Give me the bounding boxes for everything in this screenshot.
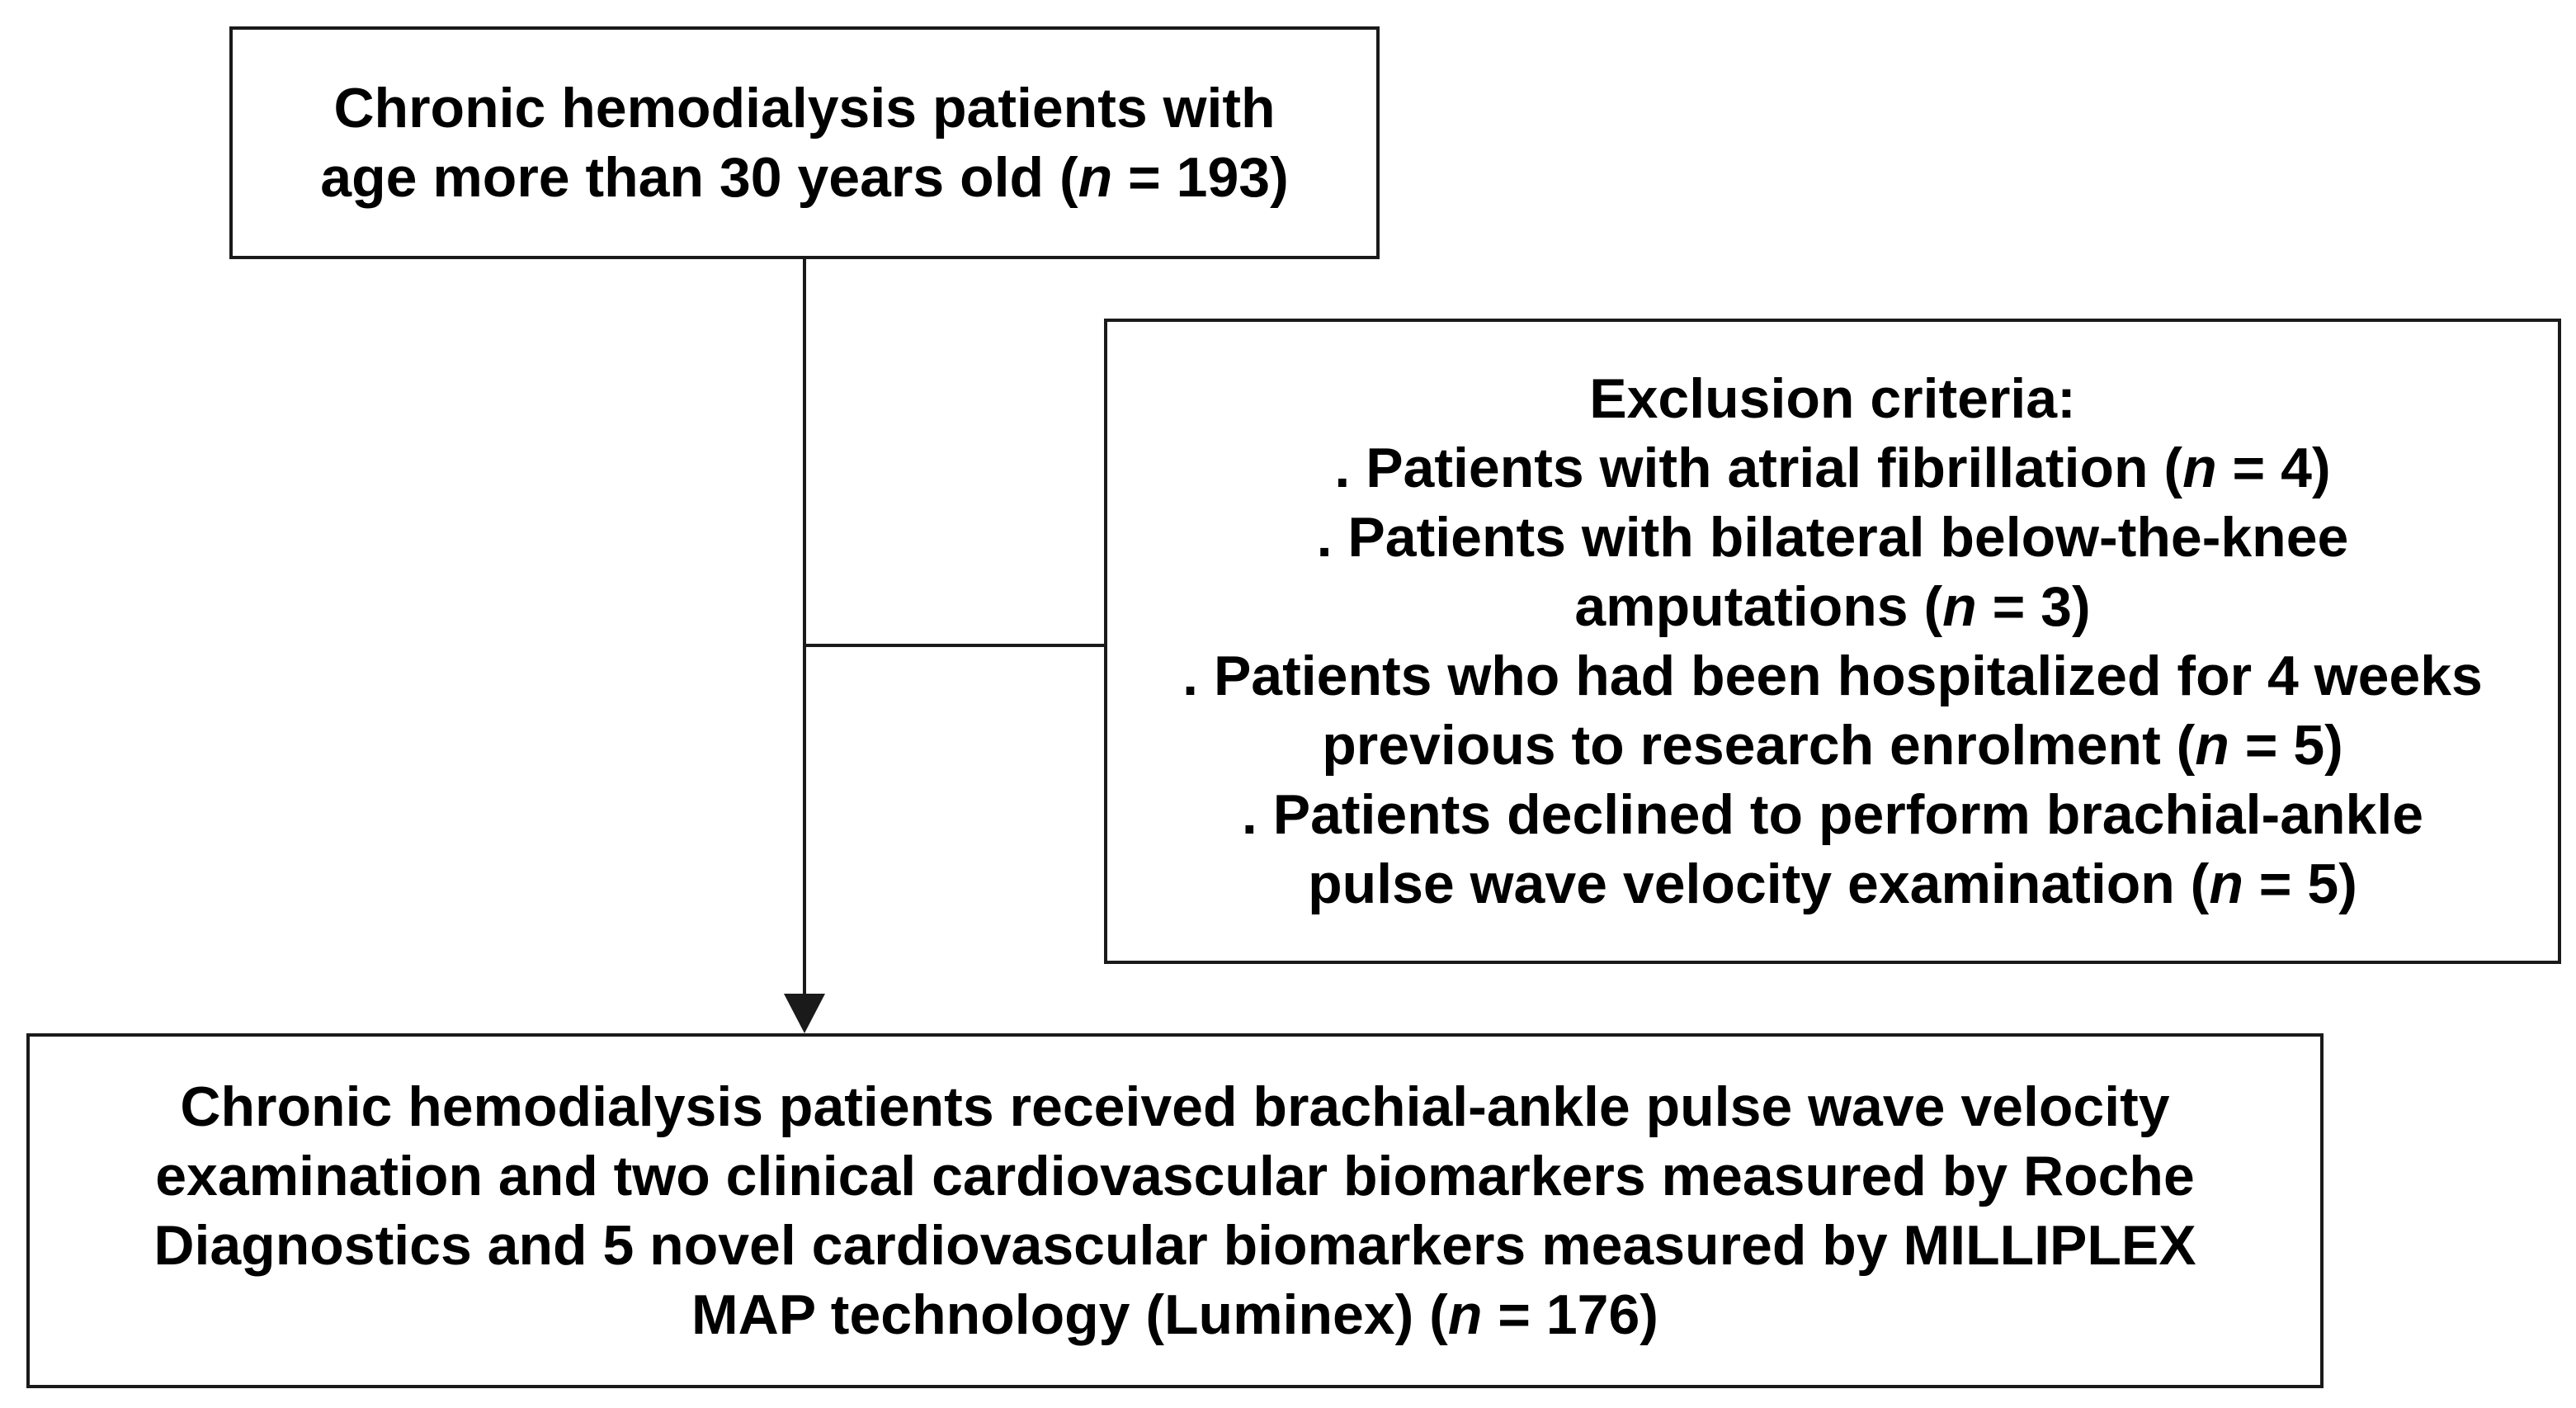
cohort-box: Chronic hemodialysis patients with age m… bbox=[229, 26, 1380, 259]
exclusion-hospitalized-line-2: previous to research enrolment (n = 5) bbox=[1322, 714, 2343, 777]
arrowhead-down-icon bbox=[784, 994, 825, 1033]
final-cohort-line-1: Chronic hemodialysis patients received b… bbox=[180, 1075, 2170, 1138]
cohort-line-2: age more than 30 years old (n = 193) bbox=[320, 146, 1289, 209]
final-cohort-line-3: Diagnostics and 5 novel cardiovascular b… bbox=[153, 1214, 2196, 1277]
exclusion-atrial-fibrillation: . Patients with atrial fibrillation (n =… bbox=[1334, 437, 2331, 499]
exclusion-amputation-line-2: amputations (n = 3) bbox=[1574, 575, 2091, 638]
exclusion-amputation-line-1: . Patients with bilateral below-the-knee bbox=[1316, 506, 2349, 569]
final-cohort-line-2: examination and two clinical cardiovascu… bbox=[155, 1145, 2195, 1207]
final-cohort-line-4: MAP technology (Luminex) (n = 176) bbox=[691, 1283, 1658, 1346]
exclusion-criteria-box: Exclusion criteria: . Patients with atri… bbox=[1104, 319, 2561, 964]
exclusion-declined-line-1: . Patients declined to perform brachial-… bbox=[1241, 783, 2424, 846]
cohort-line-1: Chronic hemodialysis patients with bbox=[333, 77, 1276, 139]
final-cohort-box: Chronic hemodialysis patients received b… bbox=[26, 1033, 2324, 1388]
exclusion-heading: Exclusion criteria: bbox=[1589, 367, 2076, 430]
exclusion-declined-line-2: pulse wave velocity examination (n = 5) bbox=[1308, 853, 2357, 915]
exclusion-hospitalized-line-1: . Patients who had been hospitalized for… bbox=[1182, 645, 2483, 707]
